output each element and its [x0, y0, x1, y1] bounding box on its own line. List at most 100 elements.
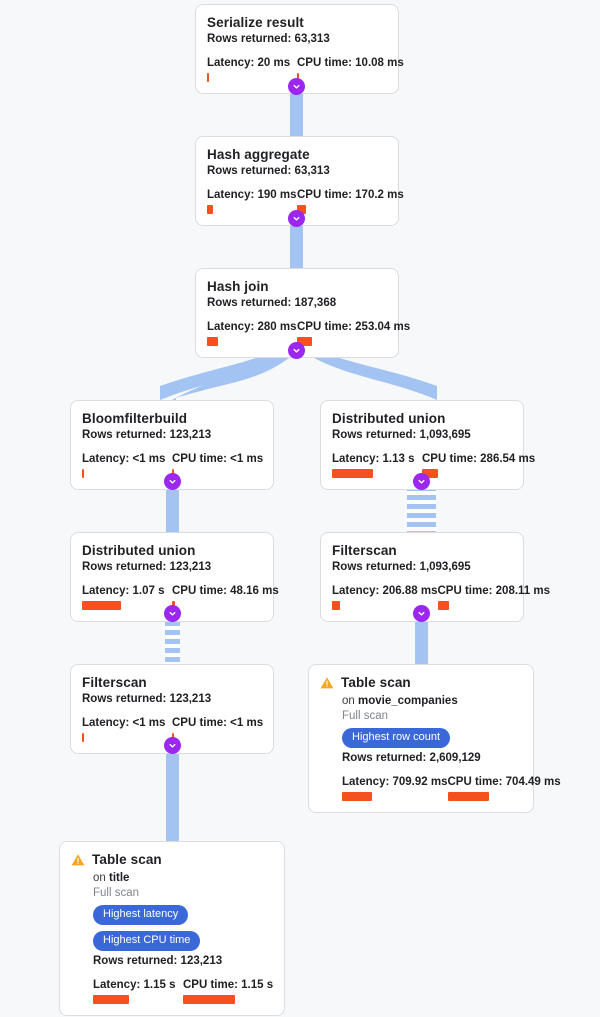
node-title: Table scan — [92, 852, 162, 867]
cpu-metric: CPU time: 170.2 ms — [297, 188, 404, 214]
node-table-reference: on title — [71, 871, 273, 886]
latency-label: Latency: 1.07 s — [82, 584, 172, 598]
cpu-metric: CPU time: <1 ms — [172, 716, 263, 742]
latency-value: 1.07 s — [132, 585, 165, 597]
cpu-prefix: CPU time: — [437, 585, 496, 597]
latency-metric: Latency: 280 ms — [207, 320, 297, 346]
node-title: Filterscan — [82, 675, 147, 690]
expand-chevron-serialize-result[interactable] — [288, 78, 305, 95]
cpu-label: CPU time: <1 ms — [172, 452, 263, 466]
latency-prefix: Latency: — [342, 776, 393, 788]
node-metrics: Latency: 190 ms CPU time: 170.2 ms — [207, 188, 404, 214]
cpu-metric: CPU time: 10.08 ms — [297, 56, 404, 82]
node-badges: Highest row count — [320, 728, 522, 748]
cpu-value: 170.2 ms — [355, 189, 404, 201]
cpu-metric: CPU time: <1 ms — [172, 452, 263, 478]
expand-chevron-distributed-union-left[interactable] — [164, 605, 181, 622]
node-title: Table scan — [341, 675, 411, 690]
on-prefix: on — [342, 695, 358, 707]
node-metrics: Latency: 1.13 s CPU time: 286.54 ms — [332, 452, 535, 478]
expand-chevron-filterscan-left[interactable] — [164, 737, 181, 754]
latency-value: 1.15 s — [143, 979, 176, 991]
plan-node-table-scan-title[interactable]: Table scan on title Full scan Highest la… — [59, 841, 285, 1016]
latency-prefix: Latency: — [93, 979, 144, 991]
latency-prefix: Latency: — [207, 321, 258, 333]
cpu-metric: CPU time: 286.54 ms — [422, 452, 535, 478]
latency-metric: Latency: 1.13 s — [332, 452, 422, 478]
latency-prefix: Latency: — [82, 585, 133, 597]
node-title: Hash join — [207, 279, 269, 294]
chevron-down-icon — [418, 611, 425, 616]
cpu-bar — [297, 205, 306, 214]
rows-returned-value: 123,213 — [169, 561, 212, 573]
latency-label: Latency: 280 ms — [207, 320, 297, 334]
cpu-bar — [422, 469, 438, 478]
cpu-value: 286.54 ms — [480, 453, 536, 465]
rows-returned-label: Rows returned: — [332, 429, 420, 441]
node-metrics: Latency: <1 ms CPU time: <1 ms — [82, 452, 263, 478]
node-header-text: Table scan — [92, 851, 162, 868]
node-header-text: Table scan — [341, 674, 411, 691]
rows-returned: Rows returned: 123,213 — [82, 692, 262, 707]
latency-bar — [93, 995, 129, 1004]
plan-node-distributed-union-right[interactable]: Distributed union Rows returned: 1,093,6… — [320, 400, 535, 490]
rows-returned-value: 123,213 — [169, 429, 212, 441]
expand-chevron-bloomfilterbuild[interactable] — [164, 473, 181, 490]
rows-returned-label: Rows returned: — [332, 561, 420, 573]
cpu-value: 10.08 ms — [355, 57, 404, 69]
node-header: Hash join — [207, 278, 387, 295]
latency-metric: Latency: 1.07 s — [82, 584, 172, 610]
latency-bar — [82, 469, 84, 478]
expand-chevron-hash-join[interactable] — [288, 342, 305, 359]
latency-metric: Latency: <1 ms — [82, 452, 172, 478]
latency-bar — [332, 469, 373, 478]
plan-node-serialize-result[interactable]: Serialize result Rows returned: 63,313 L… — [195, 4, 404, 94]
cpu-value: 253.04 ms — [355, 321, 411, 333]
node-title: Hash aggregate — [207, 147, 310, 162]
cpu-bar — [437, 601, 449, 610]
expand-chevron-filterscan-right[interactable] — [413, 605, 430, 622]
latency-value: 190 ms — [257, 189, 297, 201]
node-metrics: Latency: 20 ms CPU time: 10.08 ms — [207, 56, 404, 82]
node-header: Table scan — [71, 851, 273, 871]
rows-returned-value: 123,213 — [169, 693, 212, 705]
rows-returned: Rows returned: 2,609,129 — [320, 751, 522, 766]
latency-bar — [82, 733, 84, 742]
cpu-label: CPU time: 704.49 ms — [448, 775, 561, 789]
latency-bar — [332, 601, 341, 610]
cpu-value: <1 ms — [230, 717, 264, 729]
status-badge-highest-row-count[interactable]: Highest row count — [342, 728, 451, 748]
plan-node-bloomfilterbuild[interactable]: Bloomfilterbuild Rows returned: 123,213 … — [70, 400, 274, 490]
plan-node-filterscan-right[interactable]: Filterscan Rows returned: 1,093,695 Late… — [320, 532, 550, 622]
latency-bar — [342, 792, 372, 801]
status-badge-highest-latency[interactable]: Highest latency — [93, 905, 189, 925]
chevron-down-icon — [169, 611, 176, 616]
node-title: Serialize result — [207, 15, 304, 30]
cpu-bar — [183, 995, 236, 1004]
rows-returned: Rows returned: 1,093,695 — [332, 428, 512, 443]
rows-returned: Rows returned: 187,368 — [207, 296, 387, 311]
chevron-down-icon — [169, 479, 176, 484]
rows-returned-value: 63,313 — [294, 165, 330, 177]
status-badge-highest-cpu-time[interactable]: Highest CPU time — [93, 931, 201, 951]
cpu-label: CPU time: 170.2 ms — [297, 188, 404, 202]
latency-prefix: Latency: — [82, 453, 133, 465]
cpu-label: CPU time: 10.08 ms — [297, 56, 404, 70]
latency-prefix: Latency: — [82, 717, 133, 729]
expand-chevron-distributed-union-right[interactable] — [413, 473, 430, 490]
node-header: Serialize result — [207, 14, 387, 31]
cpu-prefix: CPU time: — [297, 189, 356, 201]
expand-chevron-hash-aggregate[interactable] — [288, 210, 305, 227]
node-metrics: Latency: <1 ms CPU time: <1 ms — [82, 716, 263, 742]
node-title: Distributed union — [82, 543, 196, 558]
plan-node-table-scan-movie-companies[interactable]: Table scan on movie_companies Full scan … — [308, 664, 561, 813]
node-scan-type: Full scan — [93, 887, 140, 899]
node-metrics: Latency: 206.88 ms CPU time: 208.11 ms — [332, 584, 550, 610]
cpu-value: <1 ms — [230, 453, 264, 465]
cpu-value: 208.11 ms — [495, 585, 551, 597]
latency-label: Latency: 20 ms — [207, 56, 297, 70]
latency-metric: Latency: 206.88 ms — [332, 584, 438, 610]
table-name: title — [109, 872, 130, 884]
latency-prefix: Latency: — [332, 585, 383, 597]
latency-label: Latency: 1.15 s — [93, 978, 183, 992]
